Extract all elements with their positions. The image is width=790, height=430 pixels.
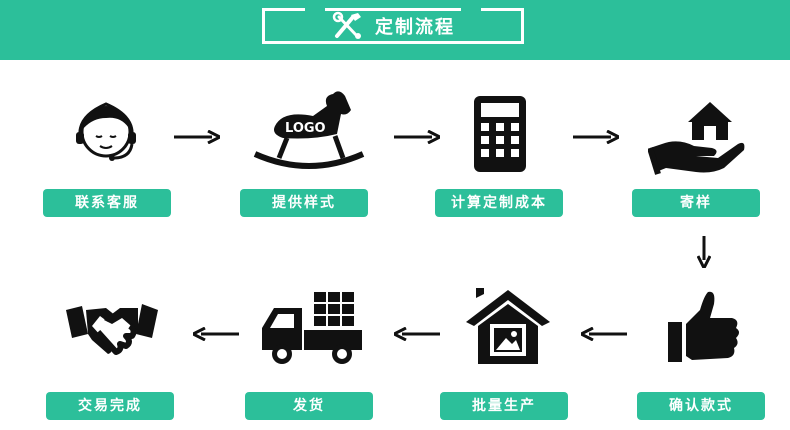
house-picture-icon (458, 284, 558, 370)
truck-icon (258, 284, 368, 374)
arrow-right-icon (174, 129, 224, 145)
page-title: 定制流程 (375, 17, 455, 38)
arrow-right-icon (573, 129, 623, 145)
thumbs-up-icon (652, 286, 752, 372)
hand-house-icon (647, 92, 748, 178)
step-ship: 发货 (245, 392, 373, 420)
step-confirm-style: 确认款式 (637, 392, 765, 420)
title-frame: 定制流程 (262, 8, 524, 44)
calculator-icon (450, 92, 550, 178)
step-send-sample: 寄样 (632, 189, 760, 217)
handshake-icon (62, 286, 162, 372)
header-bar: 定制流程 (0, 0, 790, 60)
logo-text: LOGO (285, 121, 326, 136)
arrow-left-icon (189, 326, 239, 342)
arrow-down-icon (696, 236, 712, 272)
arrow-right-icon (394, 129, 444, 145)
customer-service-icon (56, 92, 156, 178)
rocking-horse-logo-icon: LOGO (253, 86, 365, 176)
step-provide-style: 提供样式 (240, 189, 368, 217)
step-contact-service: 联系客服 (43, 189, 171, 217)
step-deal-complete: 交易完成 (46, 392, 174, 420)
arrow-left-icon (577, 326, 627, 342)
step-mass-production: 批量生产 (440, 392, 568, 420)
step-calculate-cost: 计算定制成本 (435, 189, 563, 217)
arrow-left-icon (390, 326, 440, 342)
tools-icon (331, 11, 365, 41)
